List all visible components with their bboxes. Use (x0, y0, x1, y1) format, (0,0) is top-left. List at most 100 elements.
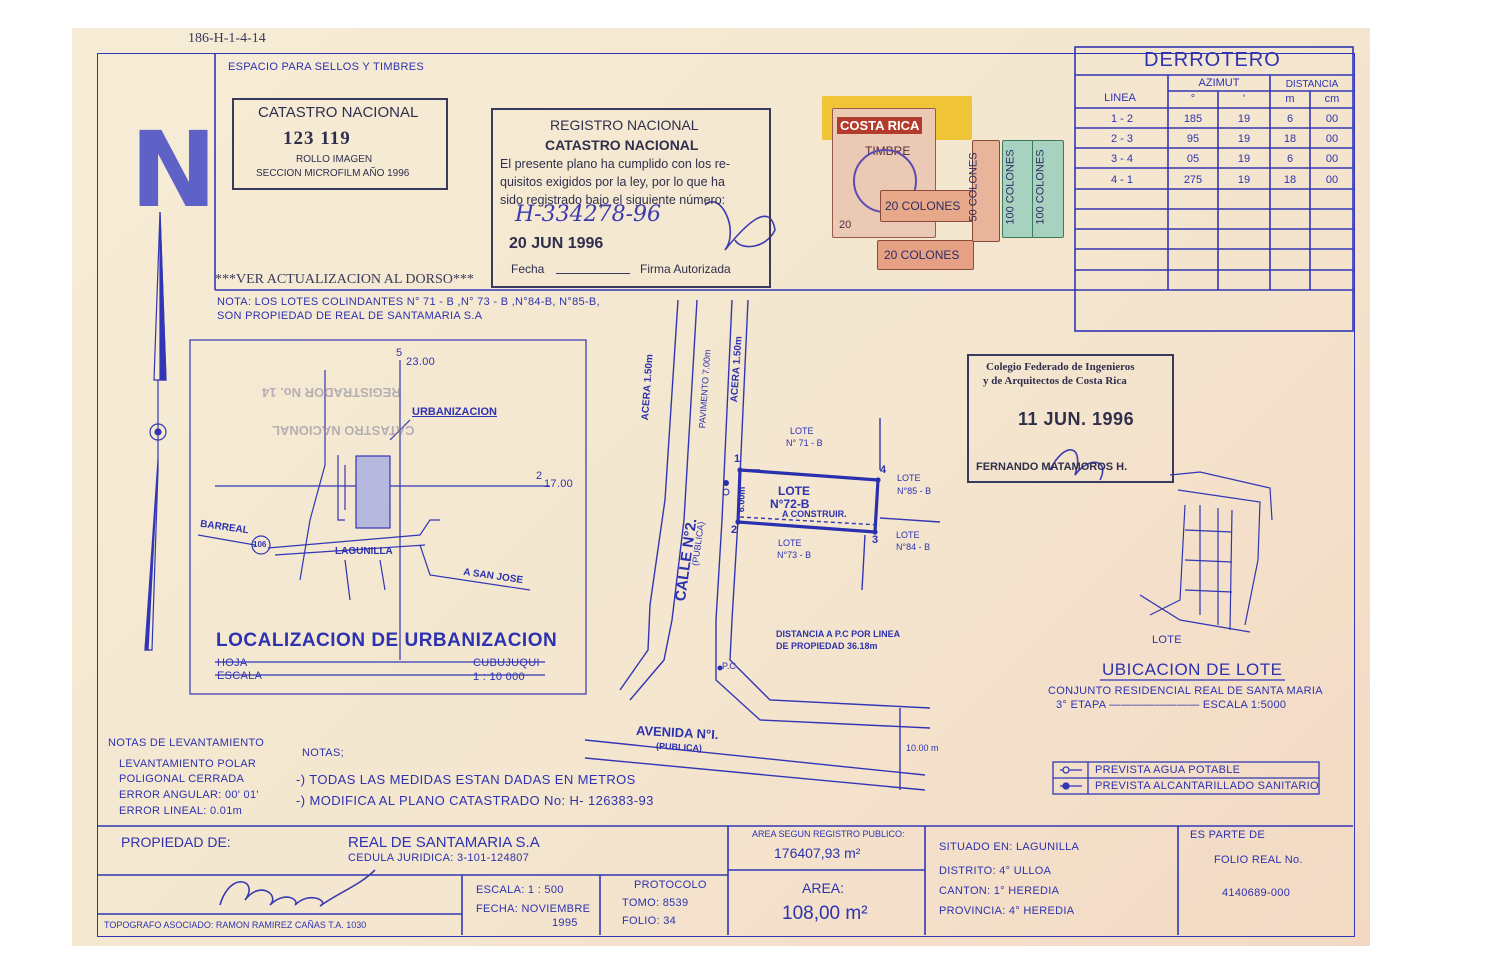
point-4: 4 (880, 464, 887, 476)
notas-line2: -) MODIFICA AL PLANO CATASTRADO No: H- 1… (296, 793, 654, 808)
loc-hoja-value: CUBUJUQUI (473, 657, 540, 669)
distancia-line2: DE PROPIEDAD 36.18m (776, 641, 878, 651)
lote73-label: LOTE (778, 538, 802, 548)
es-parte: ES PARTE DE (1190, 829, 1266, 841)
nota-line1: NOTA: LOS LOTES COLINDANTES N° 71 - B ,N… (217, 296, 600, 308)
point-3: 3 (872, 534, 879, 546)
loc-urbanizacion: URBANIZACION (412, 406, 497, 418)
derrotero-sub-min: ' (1242, 93, 1246, 105)
notas-line1: -) TODAS LAS MEDIDAS ESTAN DADAS EN METR… (296, 772, 636, 787)
catastro-number: 123 119 (283, 128, 351, 149)
legend-agua: PREVISTA AGUA POTABLE (1095, 764, 1241, 776)
derrotero-row-m: 18 (1283, 174, 1297, 186)
ver-actualizacion: ***VER ACTUALIZACION AL DORSO*** (215, 272, 474, 287)
levantamiento-l2: POLIGONAL CERRADA (119, 773, 245, 785)
localizacion-frame (189, 339, 587, 695)
derrotero-sub-cm: cm (1324, 93, 1340, 105)
derrotero-row-m: 18 (1283, 133, 1297, 145)
registro-number: H-334278-96 (515, 202, 662, 227)
north-letter: N (130, 109, 218, 231)
folio-label: FOLIO REAL No. (1214, 854, 1303, 866)
revenue-stamp-brand: COSTA RICA (837, 117, 923, 134)
registro-firma-label: Firma Autorizada (640, 262, 731, 276)
protocolo: PROTOCOLO (634, 879, 707, 891)
north-arrow (144, 211, 167, 651)
point-2: 2 (731, 524, 738, 536)
lote73-number: N°73 - B (777, 550, 812, 560)
topografo: TOPOGRAFO ASOCIADO: RAMON RAMIREZ CAÑAS … (104, 920, 367, 930)
title-block-frame (97, 825, 1353, 935)
registro-body2: quisitos exigidos por la ley, por lo que… (500, 175, 725, 189)
derrotero-row-min: 19 (1237, 153, 1251, 165)
stamp-space-label: ESPACIO PARA SELLOS Y TIMBRES (228, 61, 424, 73)
tomo: TOMO: 8539 (622, 897, 689, 909)
registro-date: 20 JUN 1996 (509, 235, 604, 252)
situado: SITUADO EN: LAGUNILLA (939, 841, 1080, 853)
ubicacion-sketch (1100, 471, 1285, 681)
colegio-stamp-frame (967, 354, 1174, 483)
loc-route: 106 (253, 540, 267, 549)
area-value: 108,00 m² (782, 903, 868, 924)
signature-strokes (219, 201, 1104, 907)
derrotero-row-m: 6 (1286, 153, 1294, 165)
registrador-stamp-line2: CATASTRO NACIONAL (272, 423, 415, 438)
plan-sheet (72, 28, 1370, 946)
lote71-label: LOTE (790, 426, 814, 436)
fecha-year: 1995 (552, 917, 578, 929)
derrotero-row-deg: 95 (1186, 133, 1200, 145)
derrotero-row-linea: 4 - 1 (1110, 174, 1133, 186)
derrotero-col-azimut: AZIMUT (1198, 77, 1240, 89)
calle-lines (584, 299, 941, 791)
ubicacion-line1: CONJUNTO RESIDENCIAL REAL DE SANTA MARIA (1048, 685, 1323, 697)
colegio-line1: Colegio Federado de Ingenieros (986, 361, 1135, 373)
lote85-number: N°85 - B (897, 486, 932, 496)
derrotero-row-deg: 05 (1186, 153, 1200, 165)
derrotero-row-m: 6 (1286, 113, 1294, 125)
loc-escala-label: ESCALA (217, 670, 263, 682)
derrotero-col-distancia: DISTANCIA (1285, 79, 1339, 90)
registro-stamp (491, 108, 771, 288)
propietario: REAL DE SANTAMARIA S.A (348, 834, 540, 851)
levantamiento-l1: LEVANTAMIENTO POLAR (119, 758, 257, 770)
revenue-stamp-50-label: 50 COLONES (967, 152, 980, 222)
localizacion-title: LOCALIZACION DE URBANIZACION (216, 630, 558, 651)
colegio-name: FERNANDO MATAMOROS H. (976, 461, 1128, 473)
loc-coord-right-prefix: 2 (536, 470, 543, 482)
loc-hoja-label: HOJA (217, 657, 248, 669)
lote71-number: N° 71 - B (786, 438, 823, 448)
catastro-line2: SECCION MICROFILM AÑO 1996 (256, 168, 410, 179)
derrotero-row-linea: 2 - 3 (1110, 133, 1133, 145)
derrotero-row-linea: 3 - 4 (1110, 153, 1133, 165)
derrotero-row-linea: 1 - 2 (1110, 113, 1133, 125)
lote-side-length: 6.00m (736, 486, 747, 513)
propiedad-label: PROPIEDAD DE: (121, 834, 231, 850)
revenue-stamp-20a: 20 COLONES (880, 190, 974, 222)
catastro-line1: ROLLO IMAGEN (296, 154, 373, 165)
folio-value: 4140689-000 (1222, 887, 1291, 899)
catastro-stamp (232, 98, 448, 190)
levantamiento-l4: ERROR LINEAL: 0.01m (119, 805, 243, 817)
revenue-stamp-20b: 20 COLONES (877, 240, 974, 270)
derrotero-row-cm: 00 (1325, 153, 1339, 165)
registro-title1: REGISTRO NACIONAL (550, 117, 699, 133)
area-label: AREA: (802, 880, 845, 896)
derrotero-sub-m: m (1285, 93, 1295, 105)
revenue-stamp-100a: 100 COLONES (1002, 140, 1034, 238)
legend-alcantarillado: PREVISTA ALCANTARILLADO SANITARIO (1095, 780, 1319, 792)
ubicacion-lote: LOTE (1152, 634, 1182, 646)
derrotero-row-deg: 185 (1183, 113, 1203, 125)
escala: ESCALA: 1 : 500 (476, 884, 564, 896)
area-registro-label: AREA SEGUN REGISTRO PUBLICO: (752, 829, 905, 839)
derrotero-row-deg: 275 (1183, 174, 1203, 186)
lote-main-label: LOTE (778, 484, 810, 498)
derrotero-row-min: 19 (1237, 133, 1251, 145)
loc-coord-top: 23.00 (406, 356, 436, 368)
derrotero-col-linea: LINEA (1104, 92, 1136, 104)
pc-label: P.C (722, 661, 736, 671)
levantamiento-title: NOTAS DE LEVANTAMIENTO (108, 737, 265, 749)
registro-title2: CATASTRO NACIONAL (545, 137, 699, 153)
lote85-label: LOTE (897, 473, 921, 483)
revenue-stamp-100a-label: 100 COLONES (1004, 149, 1017, 225)
derrotero-row-cm: 00 (1325, 174, 1339, 186)
